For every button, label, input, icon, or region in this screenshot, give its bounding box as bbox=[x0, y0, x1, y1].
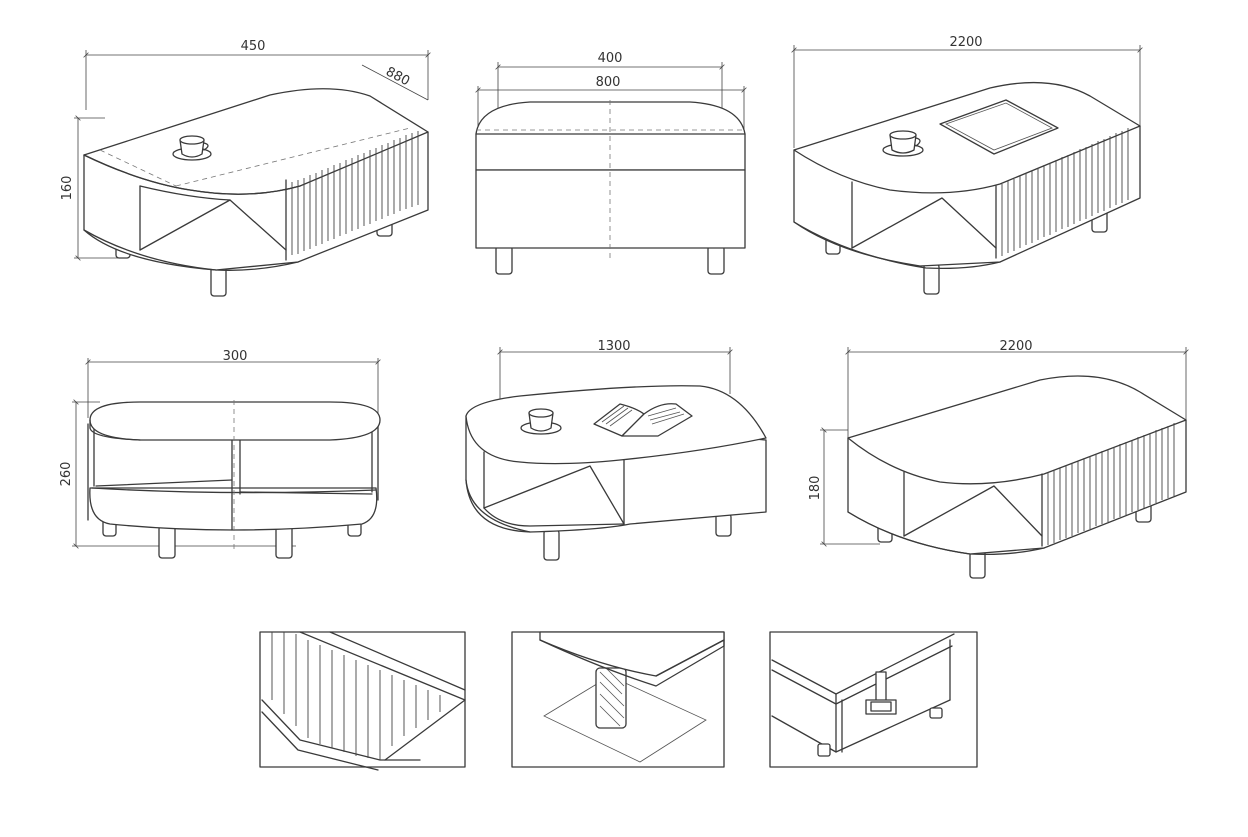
view-1-height-dimension: 160 bbox=[60, 115, 120, 261]
view-2-inner-label: 800 bbox=[596, 75, 621, 90]
view-1-width-label: 450 bbox=[241, 39, 266, 54]
view-4-height-dimension: 260 bbox=[59, 399, 296, 549]
view-6-width-label: 2200 bbox=[999, 339, 1032, 354]
view-1-slatted-door bbox=[291, 131, 419, 255]
view-2-inner-dimension: 800 bbox=[475, 75, 747, 130]
view-3-width-label: 2200 bbox=[949, 35, 982, 50]
view-3-slatted-door bbox=[1001, 128, 1129, 256]
view-3-width-dimension: 2200 bbox=[791, 35, 1143, 148]
view-6-slatted-door bbox=[1047, 423, 1175, 545]
view-2-outer-dimension: 400 bbox=[495, 51, 725, 110]
tablet-icon bbox=[939, 99, 1059, 155]
view-1-width-dimension: 450 bbox=[83, 39, 431, 110]
coffee-cup-icon bbox=[520, 408, 562, 435]
coffee-cup-icon bbox=[882, 130, 924, 157]
view-4-width-dimension: 300 bbox=[85, 349, 381, 418]
view-3-table: 2200 bbox=[791, 35, 1143, 295]
view-1-depth-label: 880 bbox=[383, 64, 412, 89]
view-6-height-label: 180 bbox=[808, 476, 823, 501]
detail-leg-joint bbox=[511, 631, 725, 768]
view-2-table: 400 800 bbox=[475, 51, 747, 275]
view-5-table: 1300 bbox=[465, 339, 767, 561]
view-5-width-label: 1300 bbox=[597, 339, 630, 354]
view-6-height-dimension: 180 bbox=[808, 427, 880, 547]
open-book-icon bbox=[593, 403, 693, 437]
view-1-height-label: 160 bbox=[60, 176, 75, 201]
view-4-width-label: 300 bbox=[223, 349, 248, 364]
detail-slatted-panel bbox=[259, 631, 466, 771]
view-1-depth-dimension: 880 bbox=[361, 64, 429, 101]
view-4-height-label: 260 bbox=[59, 462, 74, 487]
view-4-table: 300 260 bbox=[59, 349, 381, 559]
view-2-outer-label: 400 bbox=[598, 51, 623, 66]
detail-corner-bracket bbox=[769, 631, 978, 768]
coffee-cup-icon bbox=[172, 135, 212, 161]
view-6-width-dimension: 2200 bbox=[845, 339, 1189, 440]
view-1-table: 450 880 160 bbox=[60, 39, 431, 297]
view-6-table: 2200 180 bbox=[808, 339, 1189, 579]
view-5-width-dimension: 1300 bbox=[497, 339, 733, 400]
